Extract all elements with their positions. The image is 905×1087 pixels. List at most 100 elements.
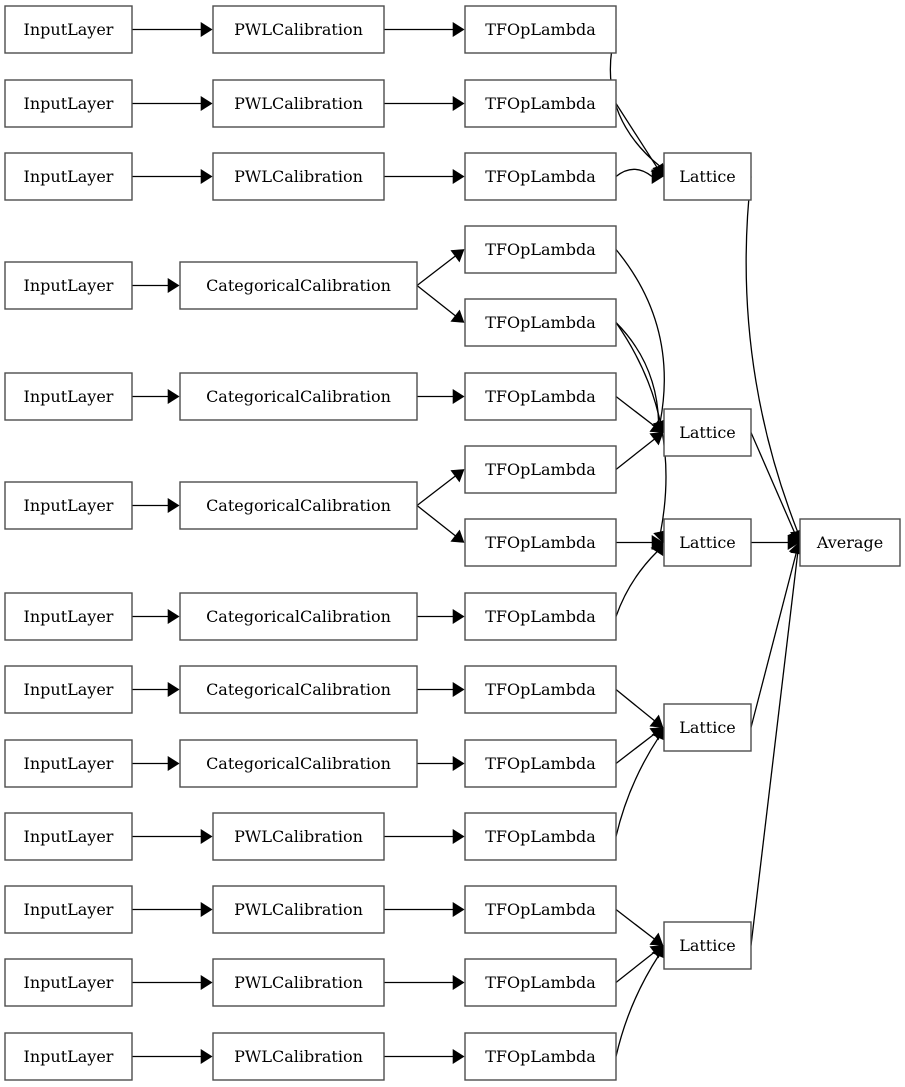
node-input-layer-3[interactable]: InputLayer: [4, 261, 133, 310]
node-tfop-lambda-31[interactable]: TFOpLambda: [464, 372, 617, 421]
node-pwlcalibration-24[interactable]: PWLCalibration: [212, 958, 385, 1007]
node-box[interactable]: [464, 1032, 617, 1081]
node-box[interactable]: [4, 1032, 133, 1081]
node-box[interactable]: [464, 592, 617, 641]
node-box[interactable]: [4, 261, 133, 310]
node-tfop-lambda-39[interactable]: TFOpLambda: [464, 958, 617, 1007]
node-input-layer-12[interactable]: InputLayer: [4, 1032, 133, 1081]
node-box[interactable]: [4, 5, 133, 54]
node-box[interactable]: [179, 372, 418, 421]
node-pwlcalibration-14[interactable]: PWLCalibration: [212, 79, 385, 128]
node-tfop-lambda-26[interactable]: TFOpLambda: [464, 5, 617, 54]
node-box[interactable]: [799, 518, 901, 567]
node-tfop-lambda-35[interactable]: TFOpLambda: [464, 665, 617, 714]
node-label: TFOpLambda: [485, 313, 596, 332]
node-box[interactable]: [179, 592, 418, 641]
node-box[interactable]: [4, 665, 133, 714]
node-box[interactable]: [663, 703, 752, 752]
node-box[interactable]: [4, 739, 133, 788]
node-box[interactable]: [212, 958, 385, 1007]
node-box[interactable]: [464, 372, 617, 421]
node-box[interactable]: [464, 739, 617, 788]
node-box[interactable]: [4, 481, 133, 530]
node-box[interactable]: [179, 665, 418, 714]
node-tfop-lambda-40[interactable]: TFOpLambda: [464, 1032, 617, 1081]
node-pwlcalibration-25[interactable]: PWLCalibration: [212, 1032, 385, 1081]
node-box[interactable]: [663, 921, 752, 970]
node-tfop-lambda-37[interactable]: TFOpLambda: [464, 812, 617, 861]
node-pwlcalibration-15[interactable]: PWLCalibration: [212, 152, 385, 201]
node-box[interactable]: [663, 408, 752, 457]
node-box[interactable]: [4, 812, 133, 861]
node-box[interactable]: [663, 152, 752, 201]
node-categorical-calibration-20[interactable]: CategoricalCalibration: [179, 665, 418, 714]
node-box[interactable]: [212, 885, 385, 934]
node-tfop-lambda-34[interactable]: TFOpLambda: [464, 592, 617, 641]
node-box[interactable]: [464, 152, 617, 201]
node-tfop-lambda-27[interactable]: TFOpLambda: [464, 79, 617, 128]
node-box[interactable]: [4, 592, 133, 641]
node-input-layer-5[interactable]: InputLayer: [4, 481, 133, 530]
arrow-head-icon: [450, 309, 465, 323]
node-box[interactable]: [212, 152, 385, 201]
node-box[interactable]: [663, 518, 752, 567]
node-input-layer-8[interactable]: InputLayer: [4, 739, 133, 788]
node-input-layer-10[interactable]: InputLayer: [4, 885, 133, 934]
node-box[interactable]: [4, 958, 133, 1007]
node-categorical-calibration-18[interactable]: CategoricalCalibration: [179, 481, 418, 530]
node-box[interactable]: [464, 812, 617, 861]
node-box[interactable]: [464, 885, 617, 934]
node-input-layer-6[interactable]: InputLayer: [4, 592, 133, 641]
node-input-layer-11[interactable]: InputLayer: [4, 958, 133, 1007]
node-input-layer-4[interactable]: InputLayer: [4, 372, 133, 421]
node-box[interactable]: [4, 372, 133, 421]
arrow-head-icon: [167, 608, 180, 625]
node-lattice-44[interactable]: Lattice: [663, 703, 752, 752]
edge-pwlcalibration-to-tfop-lambda: [384, 828, 465, 845]
node-tfop-lambda-30[interactable]: TFOpLambda: [464, 298, 617, 347]
node-box[interactable]: [4, 79, 133, 128]
node-lattice-41[interactable]: Lattice: [663, 152, 752, 201]
node-box[interactable]: [464, 5, 617, 54]
node-average-46[interactable]: Average: [799, 518, 901, 567]
node-box[interactable]: [179, 261, 418, 310]
node-pwlcalibration-23[interactable]: PWLCalibration: [212, 885, 385, 934]
node-tfop-lambda-32[interactable]: TFOpLambda: [464, 445, 617, 494]
node-box[interactable]: [4, 152, 133, 201]
node-tfop-lambda-33[interactable]: TFOpLambda: [464, 518, 617, 567]
node-box[interactable]: [179, 739, 418, 788]
node-categorical-calibration-21[interactable]: CategoricalCalibration: [179, 739, 418, 788]
node-box[interactable]: [464, 665, 617, 714]
node-categorical-calibration-19[interactable]: CategoricalCalibration: [179, 592, 418, 641]
node-pwlcalibration-13[interactable]: PWLCalibration: [212, 5, 385, 54]
node-lattice-42[interactable]: Lattice: [663, 408, 752, 457]
node-tfop-lambda-36[interactable]: TFOpLambda: [464, 739, 617, 788]
node-input-layer-7[interactable]: InputLayer: [4, 665, 133, 714]
node-box[interactable]: [212, 79, 385, 128]
node-label: PWLCalibration: [234, 20, 363, 39]
node-categorical-calibration-17[interactable]: CategoricalCalibration: [179, 372, 418, 421]
node-box[interactable]: [464, 445, 617, 494]
node-lattice-45[interactable]: Lattice: [663, 921, 752, 970]
node-box[interactable]: [464, 79, 617, 128]
edge-categorical-calibration-to-tfop-lambda: [417, 681, 465, 698]
node-box[interactable]: [4, 885, 133, 934]
node-box[interactable]: [179, 481, 418, 530]
node-input-layer-1[interactable]: InputLayer: [4, 79, 133, 128]
node-box[interactable]: [212, 5, 385, 54]
node-box[interactable]: [212, 1032, 385, 1081]
node-box[interactable]: [464, 225, 617, 274]
node-tfop-lambda-29[interactable]: TFOpLambda: [464, 225, 617, 274]
node-pwlcalibration-22[interactable]: PWLCalibration: [212, 812, 385, 861]
node-tfop-lambda-38[interactable]: TFOpLambda: [464, 885, 617, 934]
node-input-layer-9[interactable]: InputLayer: [4, 812, 133, 861]
node-lattice-43[interactable]: Lattice: [663, 518, 752, 567]
node-box[interactable]: [212, 812, 385, 861]
node-tfop-lambda-28[interactable]: TFOpLambda: [464, 152, 617, 201]
node-box[interactable]: [464, 958, 617, 1007]
node-input-layer-0[interactable]: InputLayer: [4, 5, 133, 54]
node-box[interactable]: [464, 298, 617, 347]
node-input-layer-2[interactable]: InputLayer: [4, 152, 133, 201]
node-box[interactable]: [464, 518, 617, 567]
node-categorical-calibration-16[interactable]: CategoricalCalibration: [179, 261, 418, 310]
